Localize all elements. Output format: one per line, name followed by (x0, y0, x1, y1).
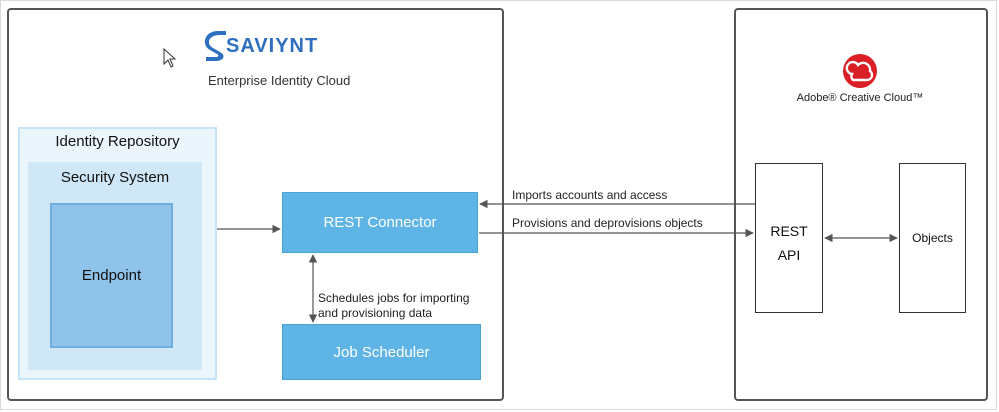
saviynt-logo-icon (204, 31, 226, 61)
endpoint-label: Endpoint (81, 267, 142, 284)
edge-label-schedules: Schedules jobs for importing and provisi… (318, 291, 470, 320)
job-scheduler-label: Job Scheduler (333, 343, 430, 361)
objects-label: Objects (912, 231, 953, 245)
saviynt-tagline: Enterprise Identity Cloud (208, 73, 351, 88)
adobe-brand-label: Adobe® Creative Cloud™ (796, 92, 924, 104)
objects-box: Objects (899, 163, 966, 313)
security-system-label: Security System (60, 169, 170, 186)
rest-connector-box: REST Connector (282, 192, 478, 253)
mouse-cursor-icon (163, 47, 177, 68)
rest-api-label-line2: API (777, 247, 801, 263)
rest-api-box: REST API (755, 163, 823, 313)
edge-label-imports: Imports accounts and access (512, 188, 668, 202)
adobe-cc-icon (843, 54, 877, 88)
rest-connector-label: REST Connector (323, 214, 437, 231)
edge-label-provisions: Provisions and deprovisions objects (512, 216, 703, 230)
rest-api-label-line1: REST (770, 223, 808, 239)
endpoint-box: Endpoint (50, 203, 173, 348)
job-scheduler-box: Job Scheduler (282, 324, 481, 380)
saviynt-logo-text: SAVIYNT (226, 35, 319, 57)
identity-repository-label: Identity Repository (55, 133, 180, 150)
